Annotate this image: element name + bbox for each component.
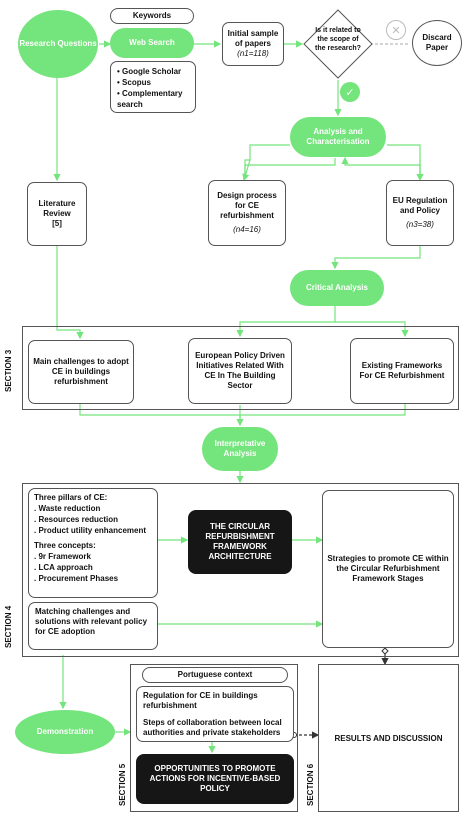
design-process-count: (n4=16) (233, 225, 261, 234)
main-challenges-label: Main challenges to adopt CE in buildings… (33, 357, 129, 386)
opportunities-box: OPPORTUNITIES TO PROMOTE ACTIONS FOR INC… (136, 754, 294, 804)
literature-review-box: Literature Review [5] (27, 182, 87, 246)
discard-paper-node: Discard Paper (412, 20, 462, 66)
web-search-label: Web Search (129, 38, 175, 47)
analysis-node: Analysis and Characterisation (290, 117, 386, 157)
section-4-frame (22, 483, 459, 657)
initial-sample-count: (n1=118) (237, 49, 269, 58)
portuguese-context-label: Portuguese context (177, 670, 253, 679)
literature-review-label: Literature Review (38, 199, 76, 218)
results-label: RESULTS AND DISCUSSION (334, 733, 443, 743)
eu-regulation-count: (n3=38) (406, 220, 434, 229)
list-item: . Waste reduction (34, 504, 101, 513)
opportunities-label: OPPORTUNITIES TO PROMOTE ACTIONS FOR INC… (149, 764, 281, 793)
list-item: • Scopus (117, 78, 151, 87)
regulation-pt-label: Regulation for CE in buildings refurbish… (143, 691, 258, 710)
initial-sample-box: Initial sample of papers (n1=118) (222, 22, 284, 66)
section-6-frame (318, 664, 459, 812)
matching-box: Matching challenges and solutions with r… (28, 602, 158, 650)
pillars-list: . Waste reduction . Resources reduction … (34, 503, 152, 536)
eu-regulation-label: EU Regulation and Policy (392, 196, 448, 215)
keywords-box: Keywords (110, 8, 194, 24)
european-policy-box: European Policy Driven Initiatives Relat… (188, 338, 292, 404)
framework-architecture-box: THE CIRCULAR REFURBISHMENT FRAMEWORK ARC… (188, 510, 292, 574)
sources-list: • Google Scholar • Scopus • Complementar… (117, 66, 189, 110)
interpretative-node: Interpretative Analysis (202, 427, 278, 471)
literature-review-ref: [5] (52, 219, 62, 228)
research-questions-node: Research Questions (18, 10, 98, 78)
decision-label: Is it related to the scope of the resear… (315, 27, 361, 52)
check-icon: ✓ (340, 82, 360, 102)
strategies-box: Strategies to promote CE within the Circ… (322, 490, 454, 648)
strategies-label: Strategies to promote CE within the Circ… (327, 554, 449, 583)
demonstration-node: Demonstration (15, 710, 115, 754)
initial-sample-label: Initial sample of papers (227, 29, 279, 48)
critical-analysis-node: Critical Analysis (290, 270, 384, 306)
critical-analysis-label: Critical Analysis (306, 283, 368, 292)
eu-regulation-box: EU Regulation and Policy (n3=38) (386, 180, 454, 246)
list-item: • Complementary search (117, 89, 183, 109)
section-3-label: SECTION 3 (4, 349, 13, 392)
existing-frameworks-label: Existing Frameworks For CE Refurbishment (359, 361, 445, 380)
list-item: . Product utility enhancement (34, 526, 147, 535)
pillars-title: Three pillars of CE: (34, 493, 108, 502)
framework-architecture-label: THE CIRCULAR REFURBISHMENT FRAMEWORK ARC… (205, 522, 275, 561)
design-process-box: Design process for CE refurbishment (n4=… (208, 180, 286, 246)
list-item: . Procurement Phases (34, 574, 119, 583)
demonstration-label: Demonstration (36, 727, 94, 736)
pillars-box: Three pillars of CE: . Waste reduction .… (28, 488, 158, 598)
portuguese-details-box: Regulation for CE in buildings refurbish… (136, 686, 294, 742)
list-item: • Google Scholar (117, 67, 182, 76)
sources-box: • Google Scholar • Scopus • Complementar… (110, 61, 196, 113)
interpretative-label: Interpretative Analysis (214, 439, 266, 458)
list-item: . 9r Framework (34, 552, 91, 561)
web-search-node: Web Search (110, 28, 194, 58)
main-challenges-box: Main challenges to adopt CE in buildings… (28, 340, 134, 404)
portuguese-context-box: Portuguese context (142, 667, 288, 683)
section-6-label: SECTION 6 (306, 763, 315, 806)
results-box: RESULTS AND DISCUSSION (322, 668, 455, 808)
european-policy-label: European Policy Driven Initiatives Relat… (195, 351, 285, 390)
section-4-label: SECTION 4 (4, 605, 13, 648)
list-item: . LCA approach (34, 563, 93, 572)
matching-label: Matching challenges and solutions with r… (35, 607, 148, 636)
design-process-label: Design process for CE refurbishment (217, 191, 277, 220)
list-item: . Resources reduction (34, 515, 119, 524)
reject-icon: ✕ (386, 20, 406, 40)
section-5-label: SECTION 5 (118, 763, 127, 806)
keywords-label: Keywords (132, 11, 172, 20)
analysis-label: Analysis and Characterisation (306, 127, 370, 146)
decision-diamond: Is it related to the scope of the resear… (302, 8, 374, 80)
diamond-shape (303, 9, 373, 79)
section-3-frame (22, 326, 459, 410)
steps-collaboration-label: Steps of collaboration between local aut… (143, 718, 282, 737)
existing-frameworks-box: Existing Frameworks For CE Refurbishment (350, 338, 454, 404)
concepts-title: Three concepts: (34, 541, 96, 550)
discard-paper-label: Discard Paper (422, 33, 452, 52)
concepts-list: . 9r Framework . LCA approach . Procurem… (34, 551, 152, 584)
section-5-frame (130, 664, 298, 812)
research-questions-label: Research Questions (19, 39, 97, 48)
